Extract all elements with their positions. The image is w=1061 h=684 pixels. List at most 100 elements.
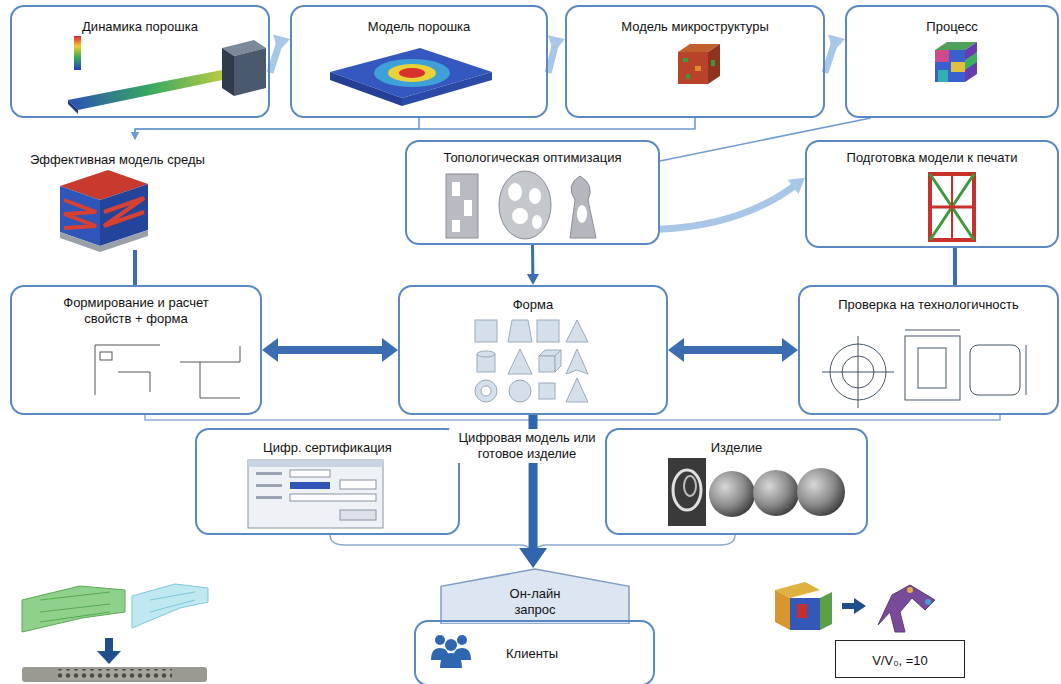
property-calculation-illustration-part [118,372,150,392]
connector-line [135,118,695,134]
volume-ratio-illustration-part [842,603,854,609]
edge-label: Цифровая модель или готовое изделие [449,429,605,463]
certificate-window-illustration-part [290,482,330,489]
certificate-window-illustration-part [248,460,383,528]
technical-drawing-illustration [822,330,1026,408]
powder-model-illustration-part [399,68,425,78]
arrowhead [527,274,539,285]
powder-dynamics-illustration-part [234,48,266,96]
effective-medium-illustration-part [104,198,144,226]
arrowhead [273,35,290,52]
microstructure-illustration-part [683,58,688,62]
technical-drawing-illustration-part [905,336,960,400]
property-calculation-illustration-part [200,362,240,398]
connector [548,35,565,73]
certificate-window-illustration-part [340,480,376,489]
node-label: Модель микроструктуры [621,19,769,35]
client-box: Клиенты [414,620,655,684]
powder-model-illustration [330,48,492,106]
process-box: Цифр. сертификация [195,428,460,535]
request-arrow: Он-лайн запрос [440,568,630,624]
topology-optimization-illustration [446,171,596,239]
topology-optimization-illustration-part [570,176,596,238]
property-calculation-illustration-part [180,346,240,362]
node-label: Топологическая оптимизация [443,150,621,166]
volume-ratio-illustration-part [854,598,866,614]
topology-optimization-illustration-part [577,205,587,223]
volume-ratio-illustration-part [797,604,807,618]
process-illustration [935,42,977,82]
connector [135,250,136,285]
arrow-outline-part [441,569,629,624]
lattice-sample-illustration-part [58,669,172,680]
arrowhead [519,548,547,568]
shapes-illustration-part [537,320,559,342]
technical-drawing-illustration-part [905,330,960,331]
node-label: Динамика порошка [82,19,198,35]
clients-icon-part [435,635,445,645]
connector-line [531,245,534,277]
topology-optimization-illustration-part [452,220,460,232]
topology-optimization-illustration-part [508,183,522,201]
arrowhead [548,35,565,52]
node-label: Модель порошка [368,19,471,35]
certificate-window-illustration [248,460,383,528]
volume-ratio-illustration-part [775,590,790,630]
microstructure-illustration-part [695,66,701,71]
connector [660,178,805,230]
volume-ratio-illustration-part [820,592,832,630]
shapes-illustration-part [555,350,561,372]
connector [270,35,290,73]
lattice-sample-illustration-part [97,651,121,664]
microstructure-illustration-part [678,52,708,84]
connector-line [135,118,419,134]
product-photos-illustration-part [673,470,701,510]
connector [527,245,539,285]
technical-drawing-illustration-part [858,336,859,408]
topology-optimization-illustration-part [532,215,542,229]
technical-drawing-illustration-part [1026,345,1027,395]
connector [262,338,398,362]
topology-optimization-illustration-part [512,208,528,224]
arrowhead [262,338,278,362]
product-photos-illustration [668,458,845,526]
connector [954,248,955,285]
process-box: Формирование и расчет свойств + форма [10,285,262,415]
node-label: Проверка на технологичность [838,297,1019,313]
connector-line [660,184,797,229]
certificate-window-illustration-part [248,460,383,467]
connector [825,35,845,73]
certificate-window-illustration-part [256,484,282,487]
process-box: Модель порошка [290,5,548,118]
property-calculation-illustration-part [95,345,96,395]
connector-line [273,346,387,354]
certificate-window-illustration-part [340,510,376,520]
shapes-illustration-part [477,351,495,357]
topology-optimization-illustration-part [529,188,541,204]
node-label: Клиенты [506,646,558,662]
process-illustration-part [965,42,977,82]
process-illustration-part [938,70,948,82]
clients-icon-part [440,653,462,668]
process-box: Форма [398,285,668,415]
node-label: Эффективная модель среды [30,152,205,168]
print-preparation-illustration-part [930,174,974,240]
node-label: Процесс [926,19,977,35]
certificate-window-illustration-part [290,470,330,477]
product-photos-illustration-part [668,458,706,526]
node-label: Форма [513,297,554,313]
shapes-illustration-part [566,349,588,374]
lattice-sample-illustration-part [40,592,110,622]
product-photos-illustration-part [797,468,845,516]
node-label: Подготовка модели к печати [847,150,1018,166]
product-photos-illustration-part [684,476,696,496]
process-box: Изделие [605,428,868,535]
shapes-illustration-part [566,320,588,342]
connector-line [679,346,787,354]
lattice-sample-illustration-part [150,592,195,612]
shapes-illustration-part [508,349,532,374]
bracket-line-part [145,415,1000,420]
shapes-illustration-part [475,320,497,342]
property-calculation-illustration [95,345,240,398]
